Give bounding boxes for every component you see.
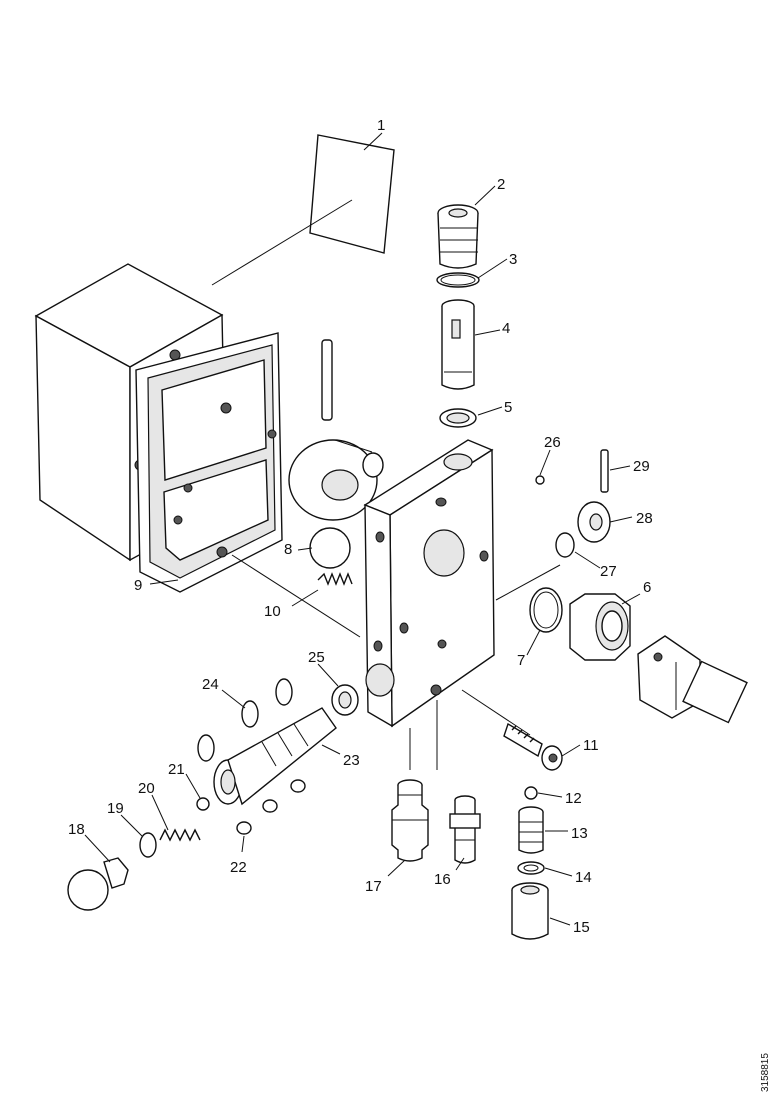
part-14-ring [517,861,545,875]
callout-13: 13 [571,825,588,842]
part-29-pin [600,449,609,493]
drawing-code: 3158815 [760,1053,771,1092]
part-6-sleeve [569,593,631,661]
callout-20: 20 [138,780,155,797]
part-9-frame [135,332,361,638]
part-28-washer [577,501,611,543]
callout-labels: 1 2 3 4 5 6 7 8 9 10 11 12 13 14 15 16 1… [68,117,653,936]
callout-10: 10 [264,603,281,620]
part-8-disc [309,527,351,569]
part-25-washer [331,684,359,716]
part-11-screw [503,722,563,771]
part-17-fitting [391,779,429,862]
part-21-ball [196,797,210,811]
part-24-o-rings [197,678,293,762]
callout-26: 26 [544,434,561,451]
part-5-ring [439,408,477,428]
part-19-o-ring [139,832,157,858]
coupling-upper [288,439,384,521]
part-23-cartridge [213,707,337,813]
callout-8: 8 [284,541,292,558]
part-3-o-ring [436,272,480,288]
part-12-ball [524,786,538,800]
part-1-plate [211,134,395,286]
callout-22: 22 [230,859,247,876]
callout-1: 1 [377,117,385,134]
leader-lines [84,132,641,926]
callout-15: 15 [573,919,590,936]
callout-11: 11 [583,737,599,754]
part-15-nut [511,882,549,940]
callout-29: 29 [633,458,650,475]
part-20-spring [159,828,201,842]
callout-3: 3 [509,251,517,268]
callout-9: 9 [134,577,142,594]
main-valve-block [363,439,561,770]
callout-4: 4 [502,320,510,337]
callout-17: 17 [365,878,382,895]
part-26-ball [535,475,545,485]
callout-16: 16 [434,871,451,888]
callout-5: 5 [504,399,512,416]
part-13-fitting [518,806,544,854]
callout-19: 19 [107,800,124,817]
part-18-cap [67,857,129,911]
callout-2: 2 [497,176,505,193]
part-2-cartridge-top [437,204,479,269]
actuator-right [637,635,748,724]
part-7-o-ring [529,587,563,633]
callout-24: 24 [202,676,219,693]
part-16-fitting [449,795,481,864]
callout-18: 18 [68,821,85,838]
callout-25: 25 [308,649,325,666]
callout-23: 23 [343,752,360,769]
callout-7: 7 [517,652,525,669]
part-10-spring [317,572,353,586]
callout-12: 12 [565,790,582,807]
callout-14: 14 [575,869,592,886]
part-4-sleeve [441,299,475,390]
callout-28: 28 [636,510,653,527]
callout-21: 21 [168,761,185,778]
callout-6: 6 [643,579,651,596]
pin-upper [321,339,333,421]
callout-27: 27 [600,563,617,580]
part-22-nut [236,821,252,835]
part-27-o-ring [555,532,575,558]
